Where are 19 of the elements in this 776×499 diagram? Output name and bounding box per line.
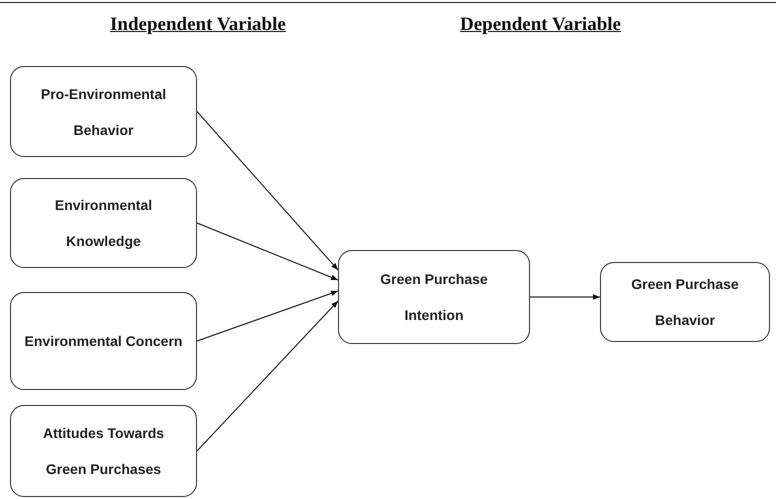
arrow (530, 294, 600, 300)
variable-box (10, 292, 197, 390)
arrow (196, 222, 338, 280)
variable-box (10, 405, 197, 497)
box-label: Environmental Knowledge (54, 196, 154, 251)
variable-box (10, 66, 197, 157)
box-label: Pro-Environmental Behavior (40, 84, 168, 140)
box-label: Environmental Concern (24, 332, 182, 351)
box-label: Green Purchase Behavior (630, 275, 740, 330)
arrow (196, 300, 338, 452)
column-heading: Independent Variable (110, 14, 286, 36)
arrow (196, 290, 338, 342)
variable-box (338, 250, 530, 344)
box-label: Attitudes Towards Green Purchases (42, 424, 166, 479)
column-heading: Dependent Variable (460, 14, 621, 36)
variable-box (600, 262, 770, 342)
box-label: Green Purchase Intention (379, 270, 489, 325)
arrow (196, 111, 338, 270)
variable-box (10, 178, 197, 268)
